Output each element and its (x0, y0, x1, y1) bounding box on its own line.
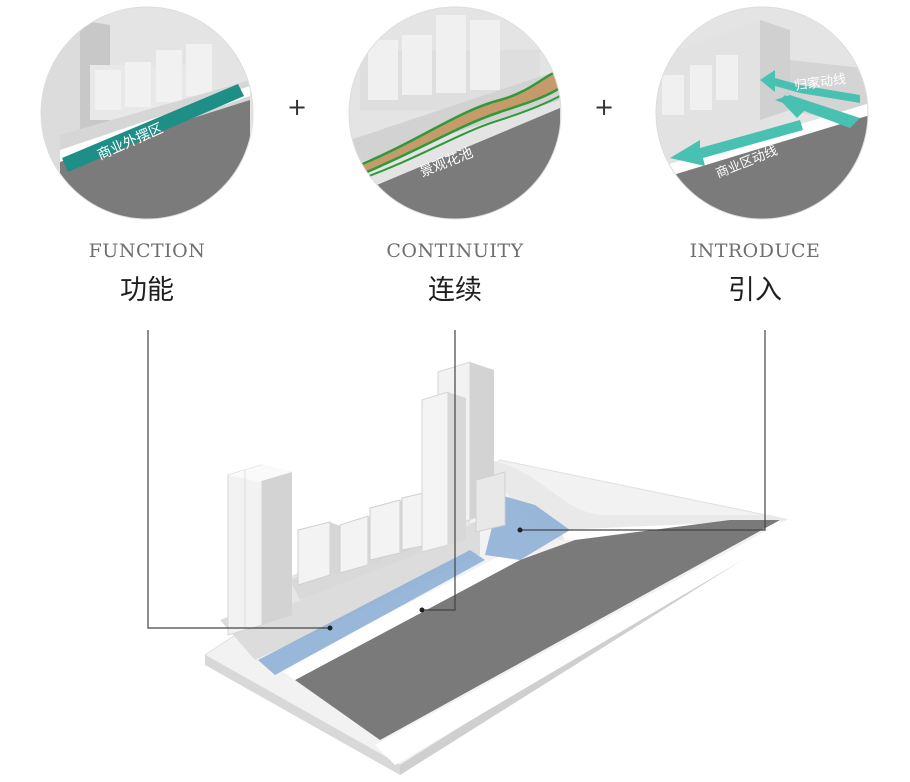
planter-strip (360, 70, 560, 174)
continuity-title-en: CONTINUITY (386, 240, 524, 262)
entrance-plaza-highlight (485, 495, 570, 560)
right-towers (421, 361, 506, 553)
home-route-arrow (760, 70, 860, 128)
left-tower (227, 464, 292, 636)
introduce-title-en: INTRODUCE (689, 240, 821, 262)
introduce-title-zh: 引入 (728, 275, 782, 306)
function-title-zh: 功能 (120, 275, 174, 306)
plus-sign-2: + (594, 93, 614, 121)
leader-dots (327, 527, 523, 631)
introduce-detail-circle: 归家动线 商业区动线 (655, 6, 869, 220)
function-title-en: FUNCTION (88, 240, 206, 262)
commercial-frontage-highlight (258, 550, 485, 675)
main-road (295, 520, 780, 740)
commercial-zone-strip (62, 84, 244, 172)
home-route-label: 归家动线 (793, 71, 847, 94)
plus-sign-1: + (287, 93, 307, 121)
function-detail-circle: 商业外摆区 (40, 6, 254, 220)
continuity-detail-circle: 景观花池 (348, 6, 562, 220)
leader-lines (147, 330, 766, 629)
site-model (204, 361, 792, 775)
continuity-title-zh: 连续 (428, 275, 482, 306)
commercial-route-arrow (670, 95, 805, 166)
